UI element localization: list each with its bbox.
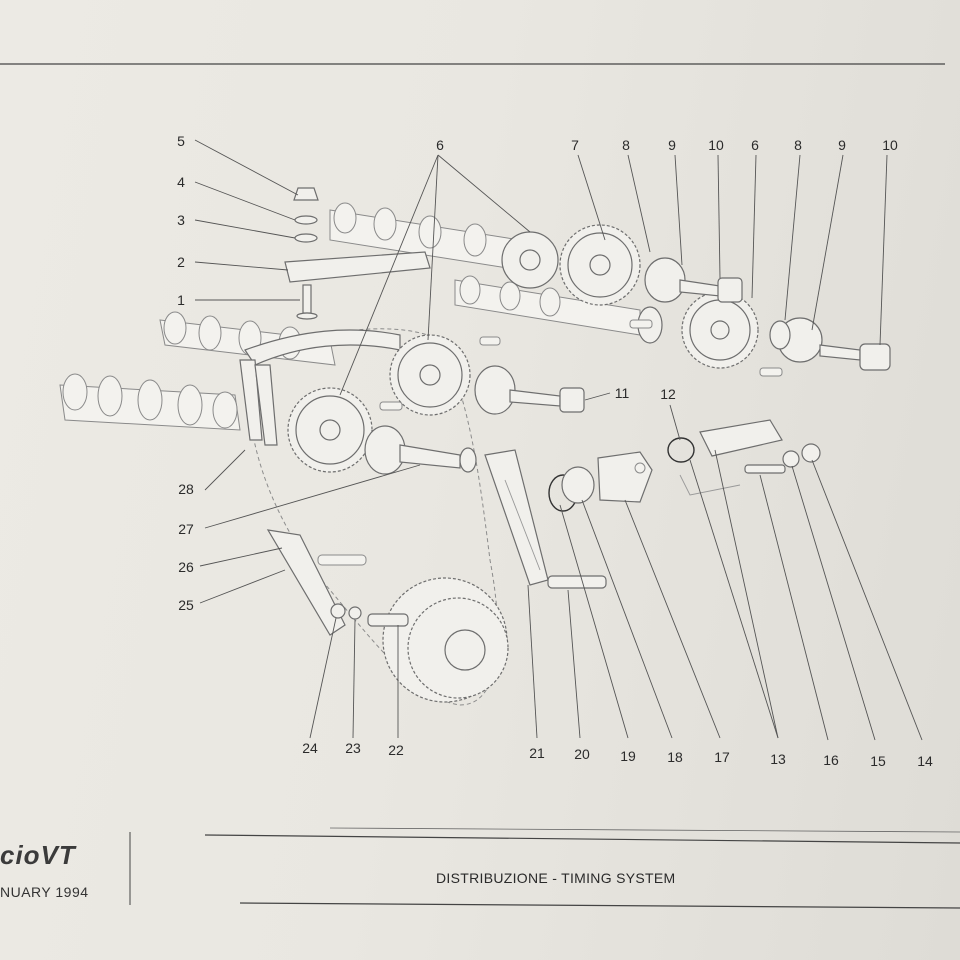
callout-23: 23 xyxy=(345,740,361,756)
callout-16: 16 xyxy=(823,752,839,768)
callout-28: 28 xyxy=(178,481,194,497)
callout-15: 15 xyxy=(870,753,886,769)
callout-12: 12 xyxy=(660,386,676,402)
hydraulic-tensioner xyxy=(547,451,653,589)
footer-rule-top-2 xyxy=(329,827,960,833)
sprocket-hubs-and-bolts xyxy=(364,257,891,475)
callout-21: 21 xyxy=(529,745,545,761)
footer-rule-top xyxy=(204,834,960,844)
callout-8: 8 xyxy=(622,137,630,153)
callout-labels: 1 2 3 4 5 6 6 7 8 8 9 9 10 10 11 12 13 1… xyxy=(177,133,933,769)
callout-6: 6 xyxy=(436,137,444,153)
footer-rule-bottom xyxy=(239,902,960,909)
callout-20: 20 xyxy=(574,746,590,762)
stud-nut-washer xyxy=(744,443,821,474)
chain-links xyxy=(239,329,401,446)
callout-9-right: 9 xyxy=(838,137,846,153)
callout-3: 3 xyxy=(177,212,185,228)
callout-7: 7 xyxy=(571,137,579,153)
intake-camshaft xyxy=(59,373,241,431)
callout-25: 25 xyxy=(178,597,194,613)
callout-13: 13 xyxy=(770,751,786,767)
callout-2: 2 xyxy=(177,254,185,270)
brand-logo: cioVT xyxy=(0,840,76,870)
tensioner-plug xyxy=(667,419,783,496)
callout-26: 26 xyxy=(178,559,194,575)
callout-19: 19 xyxy=(620,748,636,764)
callout-5: 5 xyxy=(177,133,185,149)
callout-4: 4 xyxy=(177,174,185,190)
rear-sprocket-pair xyxy=(501,224,759,369)
front-sprocket-pair xyxy=(287,334,471,473)
leader-lines xyxy=(194,139,923,741)
cover-plate-assembly xyxy=(284,187,431,320)
callout-1: 1 xyxy=(177,292,185,308)
callout-27: 27 xyxy=(178,521,194,537)
callout-14: 14 xyxy=(917,753,933,769)
callout-10: 10 xyxy=(708,137,724,153)
callout-6-right: 6 xyxy=(751,137,759,153)
page-title: DISTRIBUZIONE - TIMING SYSTEM xyxy=(436,870,676,886)
callout-10-right: 10 xyxy=(882,137,898,153)
callout-24: 24 xyxy=(302,740,318,756)
chain-guide xyxy=(484,449,549,586)
callout-18: 18 xyxy=(667,749,683,765)
crank-sprocket xyxy=(330,577,509,703)
callout-9: 9 xyxy=(668,137,676,153)
callout-22: 22 xyxy=(388,742,404,758)
chain-tensioner-shoe xyxy=(266,529,367,636)
callout-17: 17 xyxy=(714,749,730,765)
edition-date: NUARY 1994 xyxy=(0,884,89,900)
callout-8-right: 8 xyxy=(794,137,802,153)
dowel-pins xyxy=(379,319,783,411)
rear-camshaft xyxy=(329,202,641,336)
callout-11: 11 xyxy=(615,385,630,401)
